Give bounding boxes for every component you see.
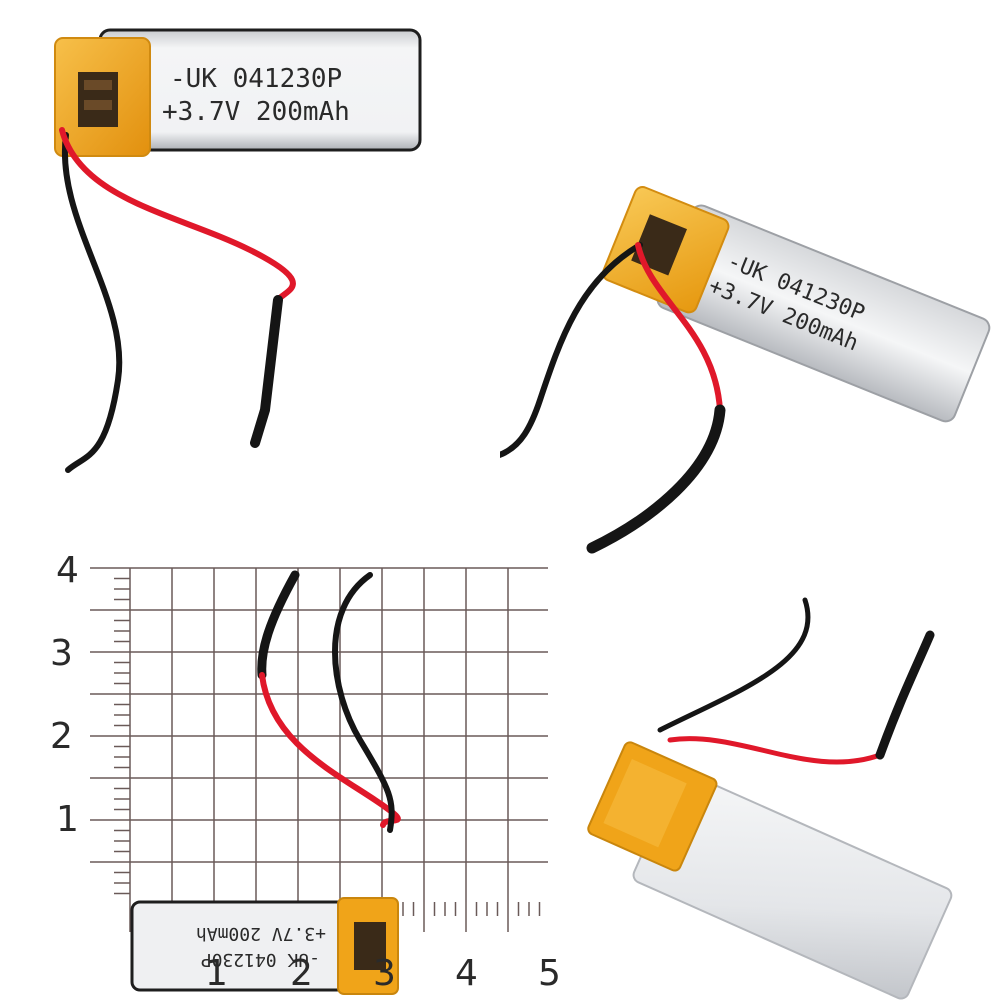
battery-label-line1: -UK 041230P [170, 64, 342, 94]
battery-label-line2-ruler: +3.7V 200mAh [196, 923, 326, 944]
ruler-y-label-2: 2 [50, 716, 73, 757]
red-wire-ruler [259, 672, 401, 828]
red-wire-angled [635, 242, 723, 413]
ruler-y-label-1: 1 [56, 799, 79, 840]
heat-shrink-sleeve-angled [586, 404, 726, 554]
battery-cell-ruler [130, 900, 354, 992]
ruler-x-label-2: 2 [290, 953, 313, 994]
ruler-x-label-3: 3 [373, 953, 396, 994]
battery-photo-back [587, 597, 953, 1000]
battery-label-line1-ruler: -UK 041230P [201, 949, 320, 970]
red-wire [59, 127, 296, 303]
heat-shrink-sleeve-back [875, 630, 935, 760]
ruler-x-label-4: 4 [455, 953, 478, 994]
ruler-x-label-1: 1 [205, 953, 228, 994]
ruler-x-label-5: 5 [538, 953, 560, 994]
battery-photo-front: -UK 041230P +3.7V 200mAh [54, 28, 422, 473]
black-wire-ruler [332, 572, 395, 833]
photo-panel-front: -UK 041230P +3.7V 200mAh [0, 0, 500, 500]
black-wire-angled [500, 242, 643, 459]
grid-lines [90, 567, 548, 932]
photo-panel-back [580, 580, 1000, 1000]
black-wire [61, 132, 123, 473]
heat-shrink-sleeve [250, 295, 283, 448]
ruler-y-label-3: 3 [50, 633, 73, 674]
black-wire-back [657, 597, 811, 733]
photo-panel-angled: -UK 041230P +3.7V 200mAh [500, 0, 1000, 560]
red-wire-back [667, 736, 883, 765]
ruler-grid: -UK 041230P +3.7V 200mAh 1 2 3 4 5 4 3 2… [50, 550, 560, 995]
photo-panel-ruler: -UK 041230P +3.7V 200mAh 1 2 3 4 5 4 3 2… [0, 540, 560, 1000]
ruler-y-label-4: 4 [56, 550, 79, 591]
battery-photo-angled: -UK 041230P +3.7V 200mAh [500, 186, 991, 554]
battery-label-line2: +3.7V 200mAh [162, 97, 350, 127]
heat-shrink-sleeve-ruler [257, 570, 300, 680]
